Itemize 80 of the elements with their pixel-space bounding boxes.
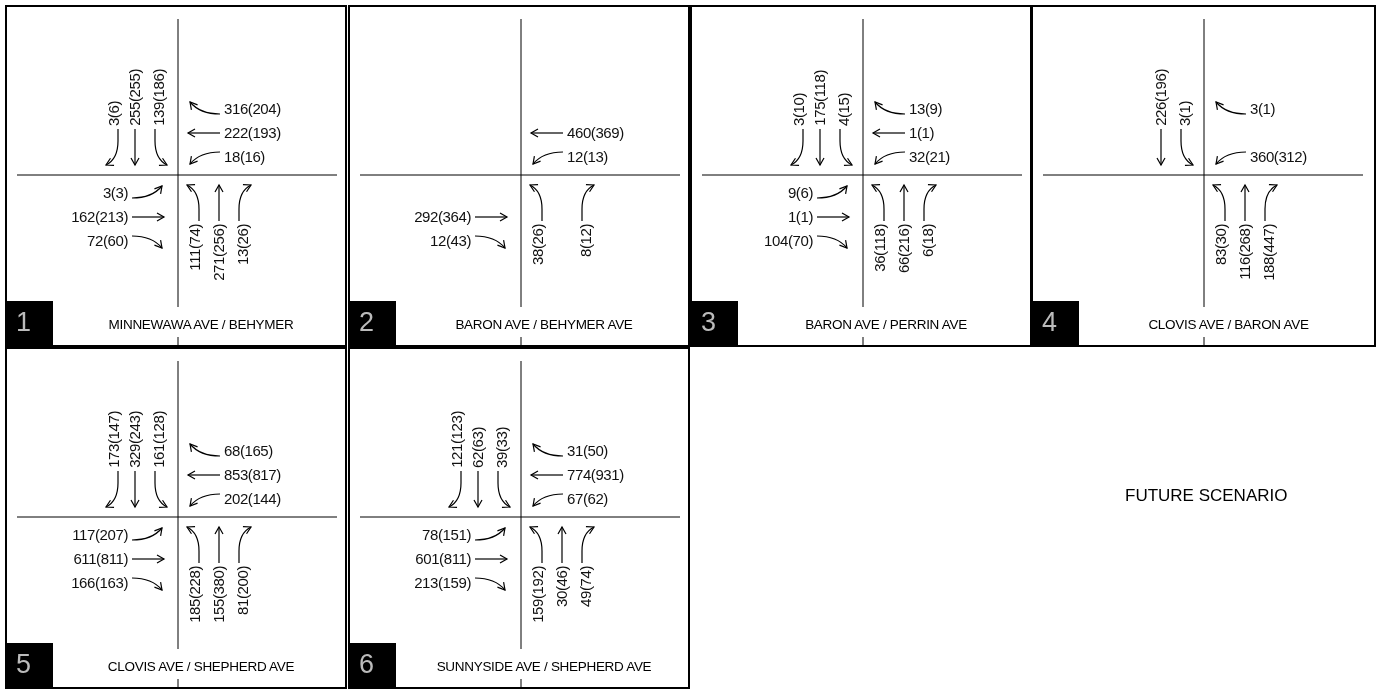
intersection-name: SUNNYSIDE AVE / SHEPHERD AVE bbox=[436, 659, 652, 674]
traffic-volume: 155(380) bbox=[210, 566, 228, 623]
traffic-volume: 774(931) bbox=[567, 466, 624, 484]
traffic-volume: 222(193) bbox=[224, 124, 281, 142]
scenario-note: FUTURE SCENARIO bbox=[1125, 486, 1288, 506]
traffic-volume: 116(268) bbox=[1236, 224, 1254, 280]
traffic-volume: 83(30) bbox=[1212, 224, 1230, 265]
traffic-volume: 31(50) bbox=[567, 442, 608, 460]
traffic-volume: 8(12) bbox=[577, 224, 595, 258]
traffic-volume: 66(216) bbox=[895, 224, 913, 273]
traffic-volume: 32(21) bbox=[909, 148, 950, 166]
traffic-volume: 292(364) bbox=[414, 208, 471, 226]
traffic-volume: 12(13) bbox=[567, 148, 608, 166]
traffic-volume: 175(118) bbox=[811, 70, 829, 126]
traffic-volume: 6(18) bbox=[919, 224, 937, 258]
number-badge bbox=[350, 301, 396, 345]
badge-number: 4 bbox=[1042, 307, 1058, 337]
traffic-volume: 4(15) bbox=[835, 92, 853, 126]
traffic-volume: 111(74) bbox=[186, 224, 204, 271]
traffic-volume: 13(26) bbox=[234, 224, 252, 265]
traffic-volume: 67(62) bbox=[567, 490, 608, 508]
traffic-volume: 1(1) bbox=[909, 124, 935, 142]
traffic-volume: 173(147) bbox=[105, 411, 123, 468]
intersection-name: BARON AVE / BEHYMER AVE bbox=[455, 317, 633, 332]
number-badge bbox=[7, 301, 53, 345]
intersection-name: CLOVIS AVE / BARON AVE bbox=[1148, 317, 1309, 332]
traffic-volume: 13(9) bbox=[909, 100, 943, 118]
traffic-volume: 162(213) bbox=[71, 208, 128, 226]
traffic-volume: 360(312) bbox=[1250, 148, 1307, 166]
traffic-volume: 30(46) bbox=[553, 566, 571, 607]
intersection-name: BARON AVE / PERRIN AVE bbox=[805, 317, 967, 332]
number-badge bbox=[7, 643, 53, 687]
number-badge bbox=[350, 643, 396, 687]
traffic-volume: 121(123) bbox=[448, 411, 466, 468]
traffic-volume: 853(817) bbox=[224, 466, 281, 484]
badge-number: 3 bbox=[701, 307, 717, 337]
traffic-volume: 213(159) bbox=[414, 574, 471, 592]
traffic-volume: 36(118) bbox=[871, 224, 889, 272]
traffic-volume: 611(811) bbox=[73, 550, 128, 568]
traffic-volume: 3(1) bbox=[1176, 100, 1194, 126]
traffic-volume: 139(186) bbox=[150, 69, 168, 126]
traffic-volume: 255(255) bbox=[126, 69, 144, 126]
traffic-volume: 161(128) bbox=[150, 411, 168, 468]
intersection-name: MINNEWAWA AVE / BEHYMER bbox=[108, 317, 294, 332]
traffic-volume: 38(26) bbox=[529, 224, 547, 265]
badge-number: 1 bbox=[16, 307, 32, 337]
intersection-name: CLOVIS AVE / SHEPHERD AVE bbox=[107, 659, 295, 674]
traffic-volume: 104(70) bbox=[764, 232, 813, 250]
traffic-volume: 12(43) bbox=[430, 232, 471, 250]
traffic-volume: 188(447) bbox=[1260, 224, 1278, 281]
traffic-volume: 185(228) bbox=[186, 566, 204, 623]
badge-number: 5 bbox=[16, 649, 32, 679]
traffic-volume: 601(811) bbox=[415, 550, 471, 568]
traffic-volume: 3(1) bbox=[1250, 100, 1276, 118]
traffic-volume: 72(60) bbox=[87, 232, 128, 250]
number-badge bbox=[692, 301, 738, 345]
traffic-volume: 9(6) bbox=[787, 184, 813, 202]
traffic-volume: 3(10) bbox=[790, 92, 808, 126]
number-badge bbox=[1033, 301, 1079, 345]
traffic-volume: 68(165) bbox=[224, 442, 273, 460]
traffic-volume: 329(243) bbox=[126, 411, 144, 468]
traffic-volume: 316(204) bbox=[224, 100, 281, 118]
traffic-volume: 202(144) bbox=[224, 490, 281, 508]
traffic-volume: 78(151) bbox=[422, 526, 471, 544]
traffic-volume: 49(74) bbox=[577, 566, 595, 607]
traffic-volume: 81(200) bbox=[234, 566, 252, 615]
traffic-volume: 460(369) bbox=[567, 124, 624, 142]
traffic-volume: 226(196) bbox=[1152, 69, 1170, 126]
traffic-volume: 271(256) bbox=[210, 224, 228, 281]
traffic-volume: 3(3) bbox=[102, 184, 128, 202]
traffic-volume: 166(163) bbox=[71, 574, 128, 592]
traffic-volume: 117(207) bbox=[72, 526, 128, 544]
badge-number: 6 bbox=[359, 649, 375, 679]
traffic-volume: 159(192) bbox=[529, 566, 547, 623]
traffic-volume: 1(1) bbox=[787, 208, 813, 226]
traffic-volume: 3(6) bbox=[105, 100, 123, 126]
traffic-volume: 39(33) bbox=[493, 427, 511, 468]
traffic-volume: 18(16) bbox=[224, 148, 265, 166]
traffic-volume: 62(63) bbox=[469, 427, 487, 468]
badge-number: 2 bbox=[359, 307, 375, 337]
